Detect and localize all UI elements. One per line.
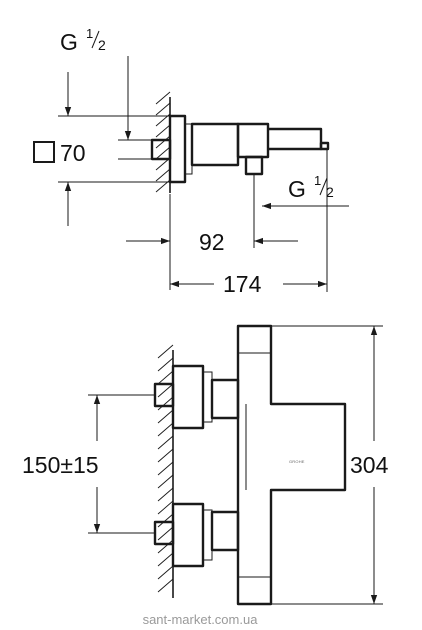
watermark: sant-market.com.ua <box>143 612 259 627</box>
front-lower-arm <box>210 510 240 552</box>
outlet-thread-label: G 1 2 <box>288 173 334 202</box>
square-size-symbol <box>33 141 55 163</box>
front-upper-nipple <box>153 382 175 408</box>
top-flange <box>168 114 187 184</box>
front-view: GROHE 150±15 304 <box>22 324 389 606</box>
total-depth-value: 174 <box>223 271 262 297</box>
inlet-thread-prefix: G <box>60 29 78 55</box>
front-wall-hatch <box>157 344 174 593</box>
inlet-thread-den: 2 <box>98 37 106 53</box>
top-diverter-block <box>236 122 270 159</box>
front-mixer-body <box>236 324 347 606</box>
connection-spacing-value: 150±15 <box>22 452 99 478</box>
top-view: G 1 2 70 G 1 2 92 1 <box>33 26 349 297</box>
top-spout <box>268 127 323 151</box>
front-upper-flange-inner <box>202 371 213 423</box>
front-lower-flange-inner <box>202 509 213 561</box>
outlet-thread-num: 1 <box>314 173 321 188</box>
outlet-thread-prefix: G <box>288 176 306 202</box>
front-lower-flange <box>171 502 205 568</box>
brand-mark: GROHE <box>289 459 305 464</box>
outlet-thread-den: 2 <box>326 184 334 200</box>
inlet-thread-label: G 1 2 <box>60 26 106 55</box>
spout-offset-value: 92 <box>199 229 225 255</box>
inlet-thread-num: 1 <box>86 26 93 41</box>
front-lower-nipple <box>153 520 175 546</box>
height-value: 304 <box>350 452 389 478</box>
top-spout-aerator <box>319 141 330 151</box>
top-wall-hatch <box>155 91 171 193</box>
front-upper-arm <box>210 378 240 420</box>
top-mixer-body <box>190 122 240 167</box>
top-shower-outlet <box>244 155 264 176</box>
front-upper-flange <box>171 364 205 430</box>
square-size-value: 70 <box>60 140 86 166</box>
